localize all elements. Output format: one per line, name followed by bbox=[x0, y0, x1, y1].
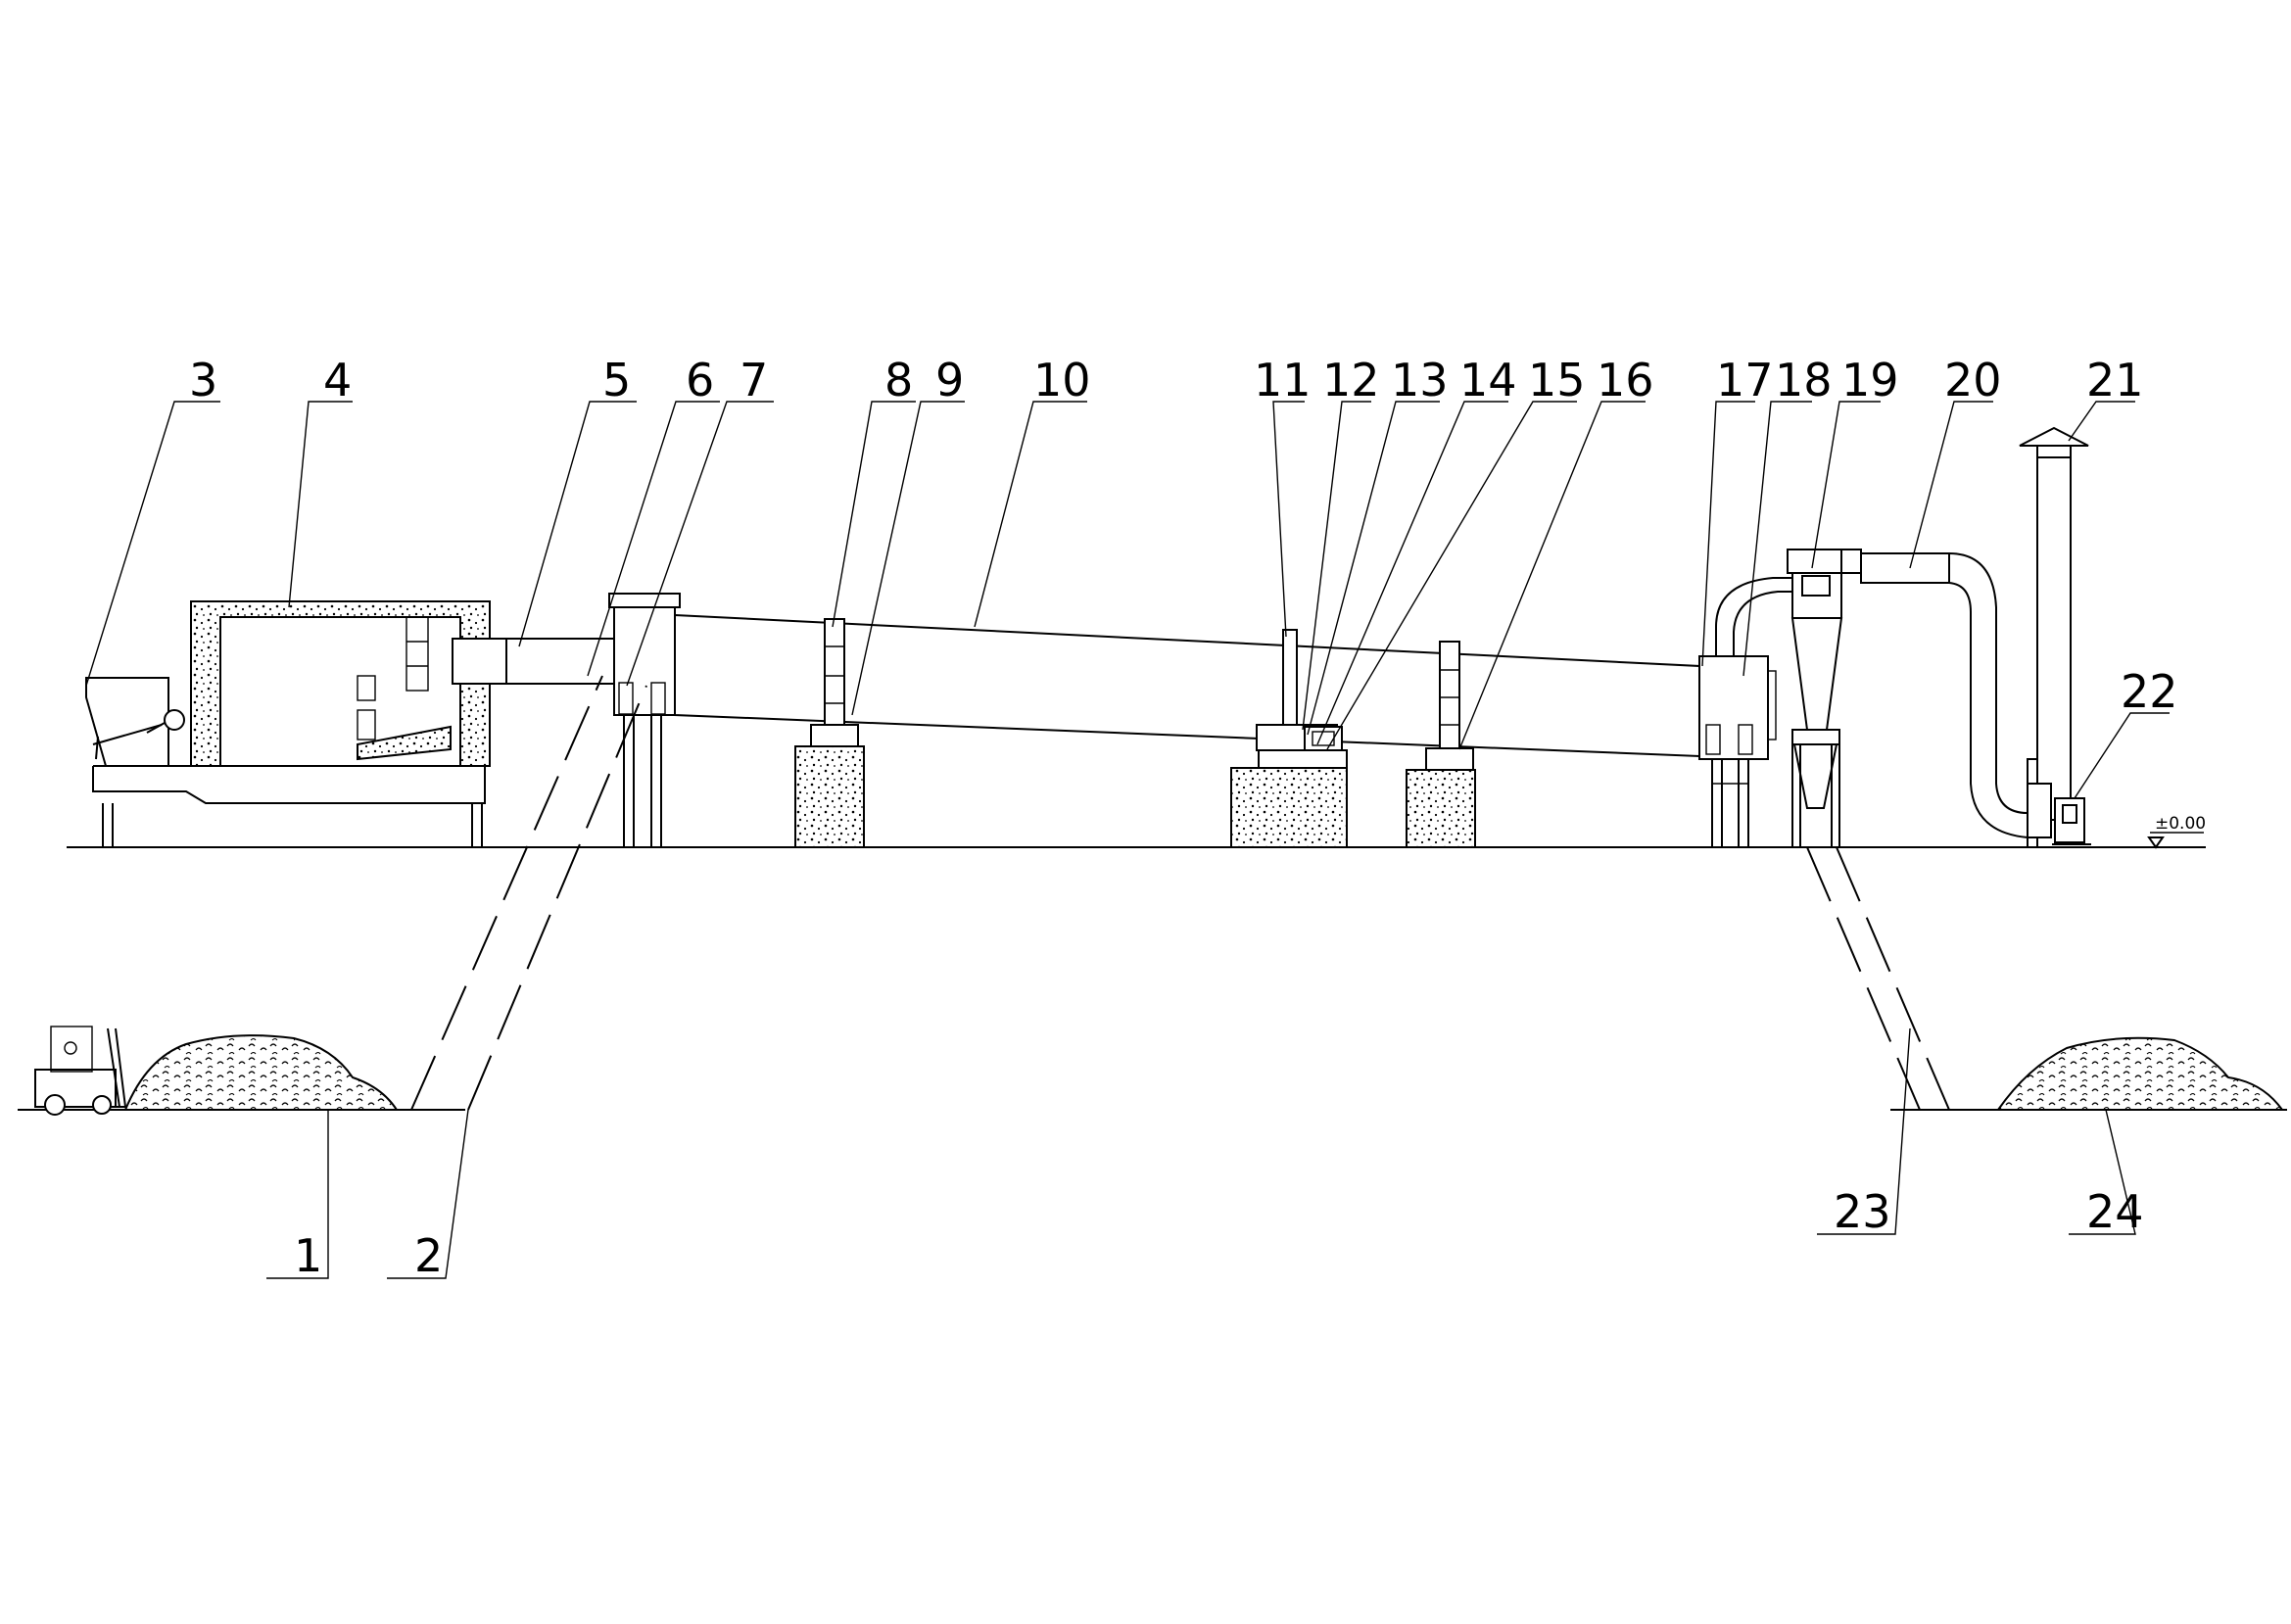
callout-18: 18 bbox=[1775, 354, 1833, 406]
support-pier-2 bbox=[1406, 769, 1476, 848]
support-pier-1 bbox=[794, 745, 865, 848]
callout-13: 13 bbox=[1391, 354, 1449, 406]
feed-conveyor-left bbox=[410, 675, 603, 1111]
callout-24: 24 bbox=[2086, 1185, 2144, 1238]
callout-16: 16 bbox=[1597, 354, 1654, 406]
callout-6: 6 bbox=[686, 354, 714, 406]
leader-lines bbox=[85, 401, 2170, 1279]
connecting-duct bbox=[452, 638, 615, 685]
callout-11: 11 bbox=[1254, 354, 1312, 406]
drive-pier bbox=[1230, 767, 1348, 848]
callout-1: 1 bbox=[294, 1229, 322, 1282]
exhaust-duct-outer bbox=[1733, 591, 1792, 656]
callout-7: 7 bbox=[740, 354, 768, 406]
elevation-label: ±0.00 bbox=[2155, 814, 2206, 834]
chimney bbox=[2019, 426, 2089, 848]
callout-3: 3 bbox=[189, 354, 217, 406]
callout-4: 4 bbox=[323, 354, 352, 406]
callout-8: 8 bbox=[884, 354, 913, 406]
discharge-housing bbox=[1698, 655, 1777, 848]
callout-17: 17 bbox=[1716, 354, 1774, 406]
callout-20: 20 bbox=[1944, 354, 2002, 406]
callout-labels: 3 4 5 6 7 8 9 10 11 12 13 14 15 16 17 18… bbox=[189, 354, 2178, 1282]
feed-base-frame bbox=[92, 765, 486, 847]
cyclone-separator bbox=[1790, 557, 1843, 848]
drive-gear-station bbox=[1256, 629, 1348, 769]
callout-14: 14 bbox=[1459, 354, 1517, 406]
exhaust-duct-inner bbox=[1715, 577, 1792, 656]
callout-10: 10 bbox=[1033, 354, 1091, 406]
riding-ring-2 bbox=[1425, 641, 1474, 771]
induced-draft-fan bbox=[2052, 797, 2091, 845]
callout-19: 19 bbox=[1841, 354, 1899, 406]
callout-22: 22 bbox=[2121, 665, 2178, 718]
riding-ring-1 bbox=[810, 618, 859, 747]
feeder-hopper bbox=[85, 677, 185, 767]
callout-21: 21 bbox=[2086, 354, 2144, 406]
callout-23: 23 bbox=[1834, 1185, 1891, 1238]
feed-conveyor-right bbox=[467, 685, 647, 1111]
callout-12: 12 bbox=[1322, 354, 1380, 406]
callout-2: 2 bbox=[414, 1229, 443, 1282]
hot-air-furnace bbox=[190, 600, 491, 767]
callout-9: 9 bbox=[935, 354, 964, 406]
callout-15: 15 bbox=[1528, 354, 1586, 406]
elevation-marker: ±0.00 bbox=[2147, 814, 2206, 849]
discharge-conveyor-left bbox=[1806, 846, 1921, 1111]
raw-material-pile bbox=[123, 1034, 399, 1111]
exhaust-duct bbox=[1787, 549, 2028, 838]
discharge-conveyor-right bbox=[1836, 846, 1950, 1111]
product-pile bbox=[1996, 1036, 2284, 1111]
callout-5: 5 bbox=[602, 354, 631, 406]
kiln-inlet-housing bbox=[608, 593, 681, 848]
